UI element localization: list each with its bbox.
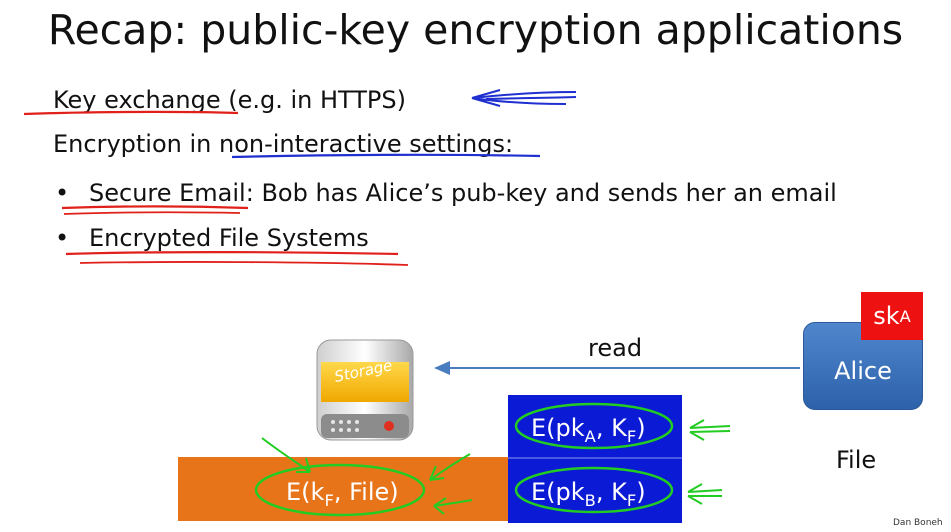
green-arrow-key-alice: [689, 419, 731, 441]
secure-email-label: Secure Email: [89, 179, 246, 207]
key-b-sub2: F: [626, 490, 637, 510]
key-b-prefix: E(pk: [531, 478, 585, 506]
file-label: File: [836, 446, 877, 474]
key-a-sub1: A: [584, 426, 596, 446]
slide-title: Recap: public-key encryption application…: [47, 6, 904, 54]
underline-secure-email-2: [63, 211, 241, 215]
bullet-encrypted-fs: Encrypted File Systems: [89, 222, 369, 254]
file-cipher-prefix: E(k: [286, 478, 325, 506]
bullet-marker: •: [55, 179, 70, 207]
pointer-arrow-key-exchange: [471, 89, 577, 107]
key-ciphertext-alice: E(pkA, KF): [531, 413, 646, 452]
secure-email-description: : Bob has Alice’s pub-key and sends her …: [245, 179, 837, 207]
key-b-mid: , K: [595, 478, 627, 506]
line-colon: :: [504, 130, 514, 158]
key-b-sub1: B: [584, 490, 596, 510]
alice-label: Alice: [834, 357, 892, 385]
file-ciphertext: E(kF, File): [286, 477, 399, 516]
file-cipher-sub: F: [324, 490, 334, 510]
key-a-sub2: F: [626, 426, 637, 446]
non-interactive-phrase: non-interactive settings: [218, 130, 505, 158]
keys-divider: [508, 457, 682, 459]
bullet-secure-email: Secure Email: Bob has Alice’s pub-key an…: [89, 177, 837, 209]
secret-key-base: sk: [873, 302, 900, 330]
key-a-suffix: ): [636, 414, 646, 442]
read-label: read: [588, 334, 643, 362]
secret-key-sub: A: [899, 306, 911, 326]
encrypted-fs-label: Encrypted File Systems: [89, 224, 369, 252]
author-credit: Dan Boneh: [893, 518, 943, 528]
non-interactive-line: Encryption in non-interactive settings:: [53, 128, 513, 160]
key-exchange-example: (e.g. in HTTPS): [220, 86, 406, 114]
green-arrow-key-bob: [687, 483, 723, 505]
read-arrow-head: [434, 361, 450, 375]
key-a-mid: , K: [595, 414, 627, 442]
key-exchange-label: Key exchange: [53, 86, 221, 114]
key-exchange-line: Key exchange (e.g. in HTTPS): [53, 84, 406, 116]
encryption-prefix: Encryption in: [53, 130, 219, 158]
file-cipher-suffix: , File): [333, 478, 399, 506]
key-ciphertext-bob: E(pkB, KF): [531, 477, 646, 516]
underline-encrypted-fs-2: [79, 261, 409, 266]
key-b-suffix: ): [636, 478, 646, 506]
bullet-marker: •: [55, 224, 70, 252]
key-a-prefix: E(pk: [531, 414, 585, 442]
storage-drive-icon: [311, 336, 419, 448]
